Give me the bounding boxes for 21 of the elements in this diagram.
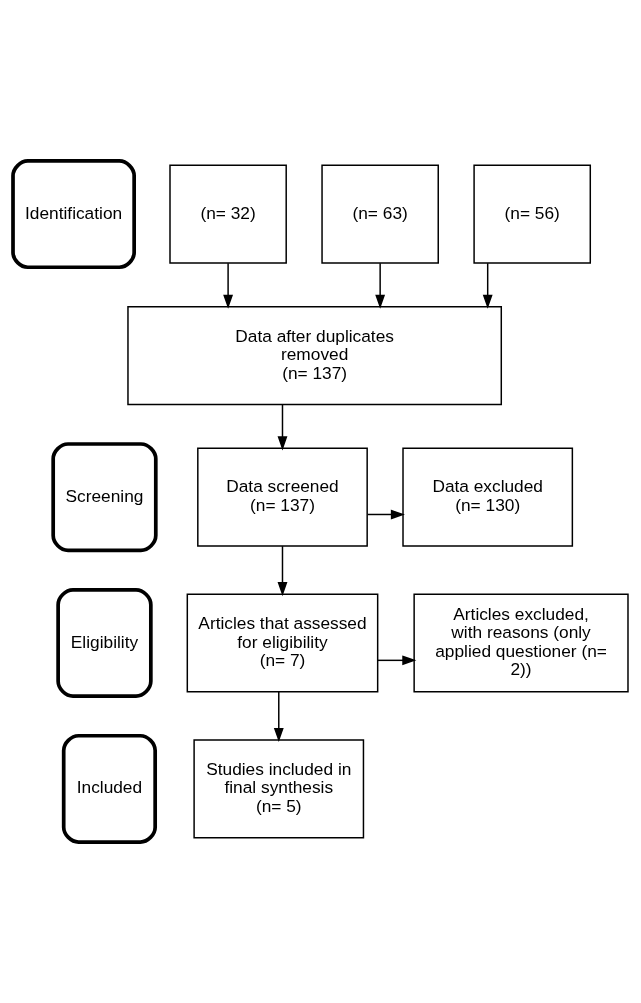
arrow: [375, 262, 386, 309]
arrow: [277, 545, 288, 597]
node-box: Eligibility: [56, 588, 153, 699]
node-box: Included: [61, 733, 158, 844]
node-box: Articles that assessed for eligibility (n= 7): [186, 593, 379, 693]
node-box: Screening: [51, 442, 158, 553]
node-box: (n= 32): [169, 164, 287, 264]
node-box: Articles excluded, with reasons (only applied questioner (n= 2)): [413, 593, 629, 693]
node-box: Data screened (n= 137): [197, 447, 368, 547]
arrow: [223, 262, 234, 309]
node-box: Data excluded (n= 130): [402, 447, 574, 547]
node-box: (n= 63): [321, 164, 439, 264]
node-box: Studies included in final synthesis (n= 5): [193, 739, 365, 839]
arrow: [277, 404, 288, 451]
arrow: [482, 262, 493, 309]
arrow: [367, 509, 405, 520]
node-box: (n= 56): [473, 164, 592, 264]
node-box: Identification: [11, 159, 136, 270]
arrow: [377, 655, 417, 666]
node-box: Data after duplicates removed (n= 137): [127, 306, 502, 406]
arrow: [273, 691, 284, 743]
